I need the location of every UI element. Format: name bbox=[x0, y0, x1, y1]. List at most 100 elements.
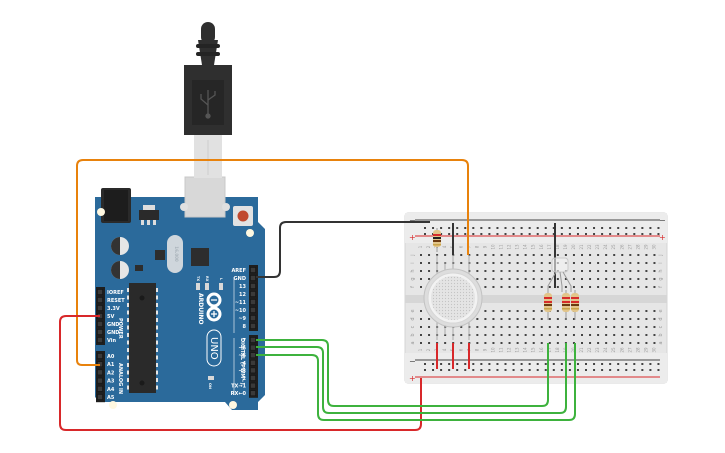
breadboard-hole[interactable] bbox=[500, 262, 503, 264]
rail-hole[interactable] bbox=[617, 233, 620, 235]
breadboard-hole[interactable] bbox=[589, 254, 592, 256]
rail-hole[interactable] bbox=[609, 363, 612, 365]
breadboard-hole[interactable] bbox=[589, 278, 592, 280]
breadboard-hole[interactable] bbox=[460, 342, 463, 344]
breadboard-hole[interactable] bbox=[581, 270, 583, 272]
rgb-led[interactable] bbox=[547, 257, 572, 292]
breadboard-hole[interactable] bbox=[613, 286, 616, 288]
breadboard-hole[interactable] bbox=[645, 262, 648, 264]
breadboard-hole[interactable] bbox=[548, 318, 551, 320]
breadboard-hole[interactable] bbox=[492, 270, 495, 272]
breadboard-hole[interactable] bbox=[476, 262, 479, 264]
breadboard-hole[interactable] bbox=[572, 278, 575, 280]
breadboard-hole[interactable] bbox=[484, 310, 487, 312]
rail-hole[interactable] bbox=[432, 369, 435, 371]
breadboard-hole[interactable] bbox=[556, 334, 559, 336]
header-pin[interactable] bbox=[250, 360, 256, 366]
breadboard-hole[interactable] bbox=[637, 334, 640, 336]
header-pin[interactable] bbox=[250, 299, 256, 305]
breadboard-hole[interactable] bbox=[637, 286, 640, 288]
header-pin[interactable] bbox=[97, 305, 103, 311]
rail-hole[interactable] bbox=[512, 369, 515, 371]
rail-hole[interactable] bbox=[625, 233, 628, 235]
rail-hole[interactable] bbox=[512, 227, 515, 229]
rail-hole[interactable] bbox=[657, 233, 660, 235]
breadboard-hole[interactable] bbox=[420, 310, 422, 312]
rail-hole[interactable] bbox=[480, 233, 483, 235]
header-pin[interactable] bbox=[250, 283, 256, 289]
breadboard-hole[interactable] bbox=[589, 310, 592, 312]
breadboard-hole[interactable] bbox=[653, 334, 656, 336]
breadboard-hole[interactable] bbox=[556, 326, 559, 328]
breadboard-hole[interactable] bbox=[516, 270, 519, 272]
breadboard-hole[interactable] bbox=[532, 286, 535, 288]
breadboard-hole[interactable] bbox=[524, 254, 527, 256]
breadboard-hole[interactable] bbox=[492, 254, 495, 256]
rail-hole[interactable] bbox=[568, 233, 571, 235]
rail-hole[interactable] bbox=[536, 363, 539, 365]
breadboard-hole[interactable] bbox=[589, 262, 592, 264]
rail-hole[interactable] bbox=[440, 227, 443, 229]
breadboard-hole[interactable] bbox=[621, 278, 624, 280]
breadboard-hole[interactable] bbox=[532, 318, 535, 320]
rail-hole[interactable] bbox=[472, 227, 475, 229]
rail-hole[interactable] bbox=[560, 363, 563, 365]
breadboard-hole[interactable] bbox=[540, 270, 543, 272]
breadboard-hole[interactable] bbox=[637, 318, 640, 320]
breadboard-hole[interactable] bbox=[428, 342, 431, 344]
wires[interactable] bbox=[59, 159, 576, 431]
rail-hole[interactable] bbox=[576, 227, 579, 229]
breadboard-hole[interactable] bbox=[540, 310, 543, 312]
breadboard-hole[interactable] bbox=[629, 286, 632, 288]
breadboard-hole[interactable] bbox=[508, 262, 511, 264]
breadboard-hole[interactable] bbox=[645, 286, 648, 288]
breadboard-hole[interactable] bbox=[653, 342, 656, 344]
breadboard-hole[interactable] bbox=[605, 326, 608, 328]
breadboard-hole[interactable] bbox=[653, 326, 656, 328]
rail-hole[interactable] bbox=[593, 363, 596, 365]
breadboard-hole[interactable] bbox=[532, 326, 535, 328]
breadboard-hole[interactable] bbox=[564, 286, 567, 288]
rail-hole[interactable] bbox=[593, 233, 596, 235]
rail-hole[interactable] bbox=[601, 363, 604, 365]
breadboard-hole[interactable] bbox=[572, 334, 575, 336]
breadboard-hole[interactable] bbox=[653, 278, 656, 280]
breadboard-hole[interactable] bbox=[516, 254, 519, 256]
breadboard-hole[interactable] bbox=[637, 270, 640, 272]
wire-d5-to-resistor[interactable] bbox=[256, 343, 576, 421]
breadboard-hole[interactable] bbox=[516, 326, 519, 328]
rail-hole[interactable] bbox=[585, 363, 587, 365]
breadboard-hole[interactable] bbox=[613, 254, 616, 256]
breadboard-hole[interactable] bbox=[548, 334, 551, 336]
breadboard-hole[interactable] bbox=[524, 270, 527, 272]
breadboard-hole[interactable] bbox=[613, 270, 616, 272]
breadboard-hole[interactable] bbox=[460, 262, 463, 264]
breadboard-hole[interactable] bbox=[492, 342, 495, 344]
breadboard-hole[interactable] bbox=[540, 286, 543, 288]
breadboard-hole[interactable] bbox=[653, 318, 656, 320]
breadboard-hole[interactable] bbox=[605, 262, 608, 264]
breadboard-hole[interactable] bbox=[605, 278, 608, 280]
rail-hole[interactable] bbox=[440, 369, 443, 371]
breadboard-hole[interactable] bbox=[540, 278, 543, 280]
breadboard-hole[interactable] bbox=[621, 286, 624, 288]
breadboard-hole[interactable] bbox=[516, 286, 519, 288]
breadboard-hole[interactable] bbox=[564, 334, 567, 336]
breadboard-hole[interactable] bbox=[581, 318, 583, 320]
breadboard-hole[interactable] bbox=[500, 326, 503, 328]
header-pin[interactable] bbox=[97, 337, 103, 343]
breadboard-hole[interactable] bbox=[524, 278, 527, 280]
rail-hole[interactable] bbox=[601, 227, 604, 229]
rail-hole[interactable] bbox=[657, 227, 660, 229]
breadboard-hole[interactable] bbox=[548, 326, 551, 328]
rail-hole[interactable] bbox=[576, 363, 579, 365]
breadboard-hole[interactable] bbox=[428, 262, 431, 264]
breadboard-hole[interactable] bbox=[581, 262, 583, 264]
breadboard-hole[interactable] bbox=[581, 310, 583, 312]
breadboard-hole[interactable] bbox=[629, 262, 632, 264]
breadboard-hole[interactable] bbox=[500, 286, 503, 288]
breadboard-hole[interactable] bbox=[492, 310, 495, 312]
rail-hole[interactable] bbox=[601, 233, 604, 235]
breadboard-hole[interactable] bbox=[540, 342, 543, 344]
rail-hole[interactable] bbox=[544, 369, 547, 371]
